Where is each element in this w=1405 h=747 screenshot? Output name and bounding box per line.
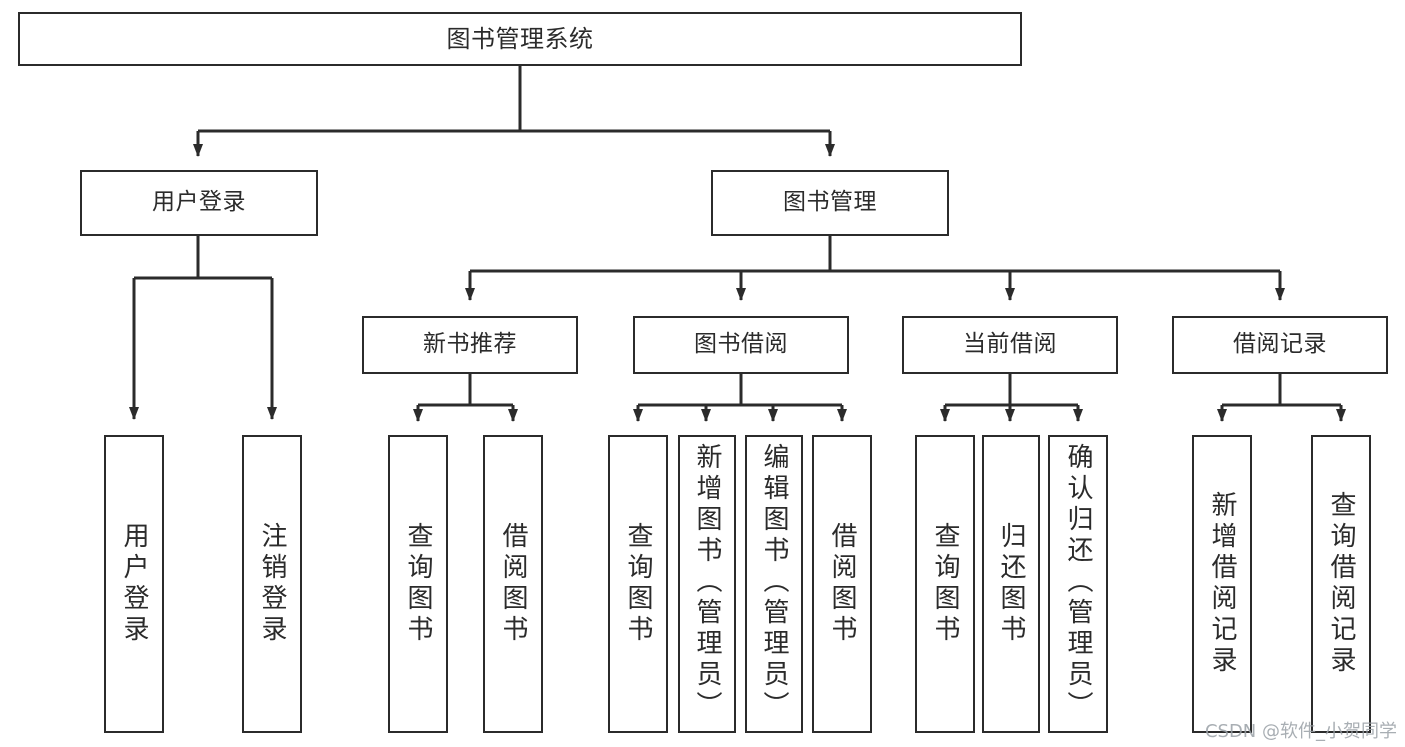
leaf-current-query-book-label: 查询图书 — [930, 522, 960, 646]
leaf-user-login[interactable]: 用户登录 — [104, 435, 164, 733]
leaf-user-logout[interactable]: 注销登录 — [242, 435, 302, 733]
leaf-confirm-return-admin-label: 确认归还（管理员） — [1063, 443, 1093, 722]
node-new-book-recommend-label: 新书推荐 — [423, 331, 517, 358]
leaf-borrow-book-label: 借阅图书 — [827, 522, 857, 646]
leaf-recommend-query-book[interactable]: 查询图书 — [388, 435, 448, 733]
leaf-query-borrow-record-label: 查询借阅记录 — [1326, 491, 1356, 677]
node-book-management-label: 图书管理 — [783, 189, 877, 216]
node-book-borrow-label: 图书借阅 — [694, 331, 788, 358]
leaf-confirm-return-admin[interactable]: 确认归还（管理员） — [1048, 435, 1108, 733]
leaf-return-book[interactable]: 归还图书 — [982, 435, 1040, 733]
leaf-user-login-label: 用户登录 — [119, 522, 149, 646]
node-current-borrow-label: 当前借阅 — [963, 331, 1057, 358]
leaf-recommend-borrow-book[interactable]: 借阅图书 — [483, 435, 543, 733]
node-current-borrow[interactable]: 当前借阅 — [902, 316, 1118, 374]
leaf-borrow-book[interactable]: 借阅图书 — [812, 435, 872, 733]
leaf-recommend-borrow-book-label: 借阅图书 — [498, 522, 528, 646]
leaf-edit-book-admin-label: 编辑图书（管理员） — [759, 443, 789, 722]
node-new-book-recommend[interactable]: 新书推荐 — [362, 316, 578, 374]
leaf-borrow-query-book[interactable]: 查询图书 — [608, 435, 668, 733]
csdn-watermark: CSDN @软件_小贺同学 — [1204, 721, 1397, 742]
leaf-recommend-query-book-label: 查询图书 — [403, 522, 433, 646]
node-user-login[interactable]: 用户登录 — [80, 170, 318, 236]
leaf-edit-book-admin[interactable]: 编辑图书（管理员） — [745, 435, 803, 733]
node-root[interactable]: 图书管理系统 — [18, 12, 1022, 66]
node-root-label: 图书管理系统 — [446, 24, 594, 53]
node-borrow-record[interactable]: 借阅记录 — [1172, 316, 1388, 374]
leaf-current-query-book[interactable]: 查询图书 — [915, 435, 975, 733]
node-book-management[interactable]: 图书管理 — [711, 170, 949, 236]
leaf-add-book-admin-label: 新增图书（管理员） — [692, 443, 722, 722]
leaf-user-logout-label: 注销登录 — [257, 522, 287, 646]
leaf-add-borrow-record-label: 新增借阅记录 — [1207, 491, 1237, 677]
leaf-query-borrow-record[interactable]: 查询借阅记录 — [1311, 435, 1371, 733]
leaf-return-book-label: 归还图书 — [996, 522, 1026, 646]
leaf-add-book-admin[interactable]: 新增图书（管理员） — [678, 435, 736, 733]
leaf-add-borrow-record[interactable]: 新增借阅记录 — [1192, 435, 1252, 733]
node-user-login-label: 用户登录 — [152, 189, 246, 216]
node-book-borrow[interactable]: 图书借阅 — [633, 316, 849, 374]
leaf-borrow-query-book-label: 查询图书 — [623, 522, 653, 646]
node-borrow-record-label: 借阅记录 — [1233, 331, 1327, 358]
